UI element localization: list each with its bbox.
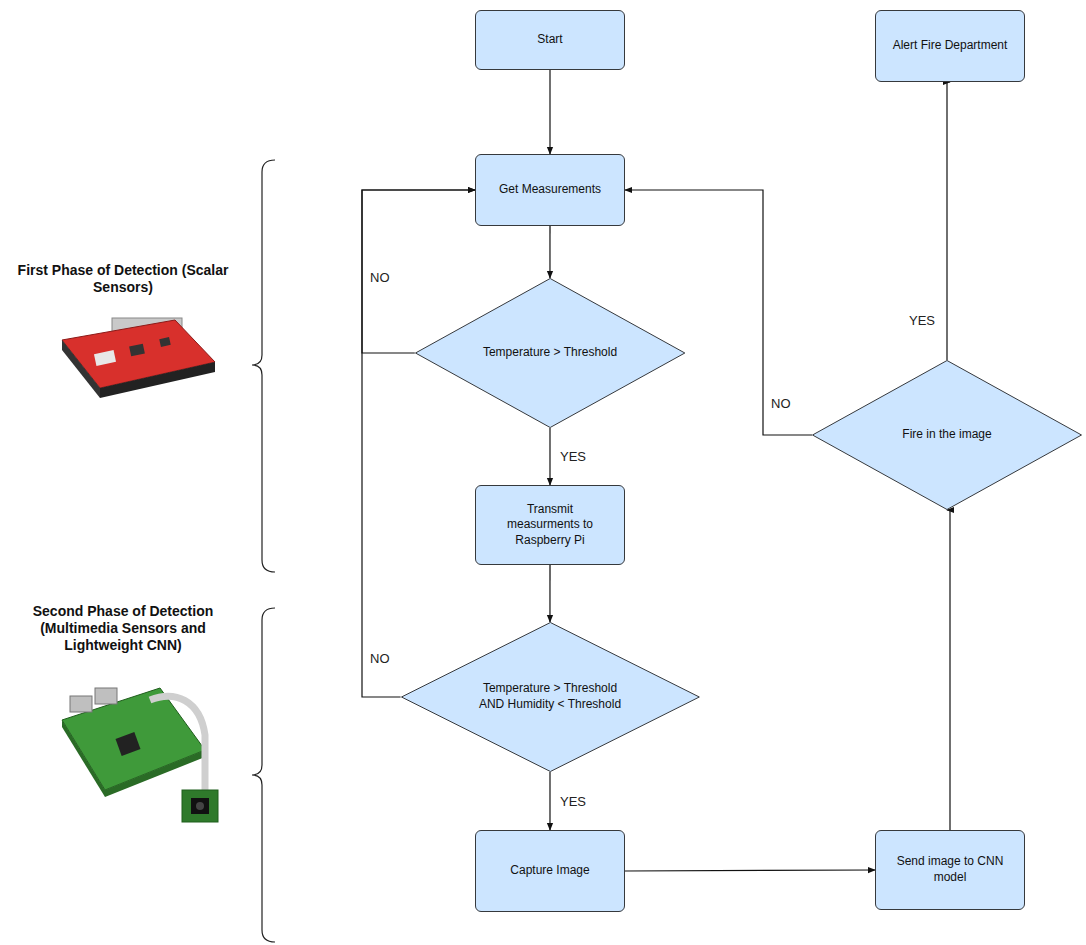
processor-chip — [116, 732, 141, 756]
board-pcb — [62, 688, 205, 790]
node-text: Transmit measurments to Raspberry Pi — [500, 502, 600, 549]
raspberry-pi — [62, 688, 218, 822]
edge-label: NO — [771, 396, 791, 411]
diamond-shape — [401, 623, 699, 772]
phase-label: Second Phase of Detection (Multimedia Se… — [8, 603, 238, 653]
node-text: Capture Image — [510, 863, 589, 879]
decision-diamond: Fire in the image — [812, 360, 1082, 510]
process-box: Alert Fire Department — [875, 10, 1025, 82]
flow-arrow — [362, 190, 475, 697]
usb-port — [70, 696, 92, 712]
flow-arrow — [625, 870, 875, 871]
node-label: Alert Fire Department — [893, 38, 1008, 54]
diamond-shape — [415, 279, 684, 428]
process-box: Get Measurements — [475, 154, 625, 226]
phase-label: First Phase of Detection (Scalar Sensors… — [8, 262, 238, 296]
flow-arrow — [947, 82, 950, 360]
node-label: Temperature > Threshold AND Humidity < T… — [475, 681, 625, 712]
node-label: Start — [537, 32, 562, 48]
flow-arrow — [549, 70, 550, 154]
phase-bracket — [252, 160, 275, 572]
node-label: Fire in the image — [902, 427, 991, 443]
node-label: Capture Image — [510, 863, 589, 879]
node-label: Transmit measurments to Raspberry Pi — [500, 502, 600, 549]
node-label: Temperature > Threshold — [483, 345, 617, 361]
process-box: Send image to CNN model — [875, 830, 1025, 910]
process-box: Start — [475, 10, 625, 70]
decision-diamond: Temperature > Threshold — [415, 278, 685, 428]
flow-arrow — [625, 190, 812, 435]
flow-arrow — [549, 428, 550, 485]
flow-arrow — [549, 565, 550, 622]
camera-lens — [196, 802, 204, 810]
node-text: Start — [537, 32, 562, 48]
edge-label: YES — [909, 313, 935, 328]
ribbon-cable — [150, 696, 205, 790]
process-box: Capture Image — [475, 830, 625, 912]
node-text: Temperature > Threshold — [483, 345, 617, 361]
node-text: Fire in the image — [902, 427, 991, 443]
node-label: Send image to CNN model — [894, 854, 1006, 885]
node-text: Alert Fire Department — [893, 38, 1008, 54]
edge-label: YES — [560, 794, 586, 809]
decision-diamond: Temperature > Threshold AND Humidity < T… — [401, 622, 700, 772]
board-edge — [62, 340, 100, 398]
board-battery — [100, 362, 215, 398]
edge-label: YES — [560, 449, 586, 464]
flow-arrow — [947, 510, 950, 830]
node-label: Get Measurements — [499, 182, 601, 198]
chip — [129, 344, 145, 357]
edge-label: NO — [370, 651, 390, 666]
node-text: Get Measurements — [499, 182, 601, 198]
board-edge — [62, 720, 105, 797]
node-text: Temperature > Threshold AND Humidity < T… — [475, 681, 625, 712]
flow-arrow — [549, 226, 550, 278]
node-text: Send image to CNN model — [894, 854, 1006, 885]
phase-bracket — [252, 608, 275, 942]
edge-label: NO — [370, 270, 390, 285]
usb-port — [95, 688, 117, 704]
diamond-shape — [813, 361, 1082, 510]
flow-arrow — [549, 772, 550, 830]
camera-board — [182, 790, 218, 822]
flow-arrow — [362, 190, 475, 353]
chip — [94, 350, 116, 366]
camera-lens — [191, 798, 209, 814]
process-box: Transmit measurments to Raspberry Pi — [475, 485, 625, 565]
chip — [159, 337, 170, 347]
sensor-board — [62, 318, 215, 398]
